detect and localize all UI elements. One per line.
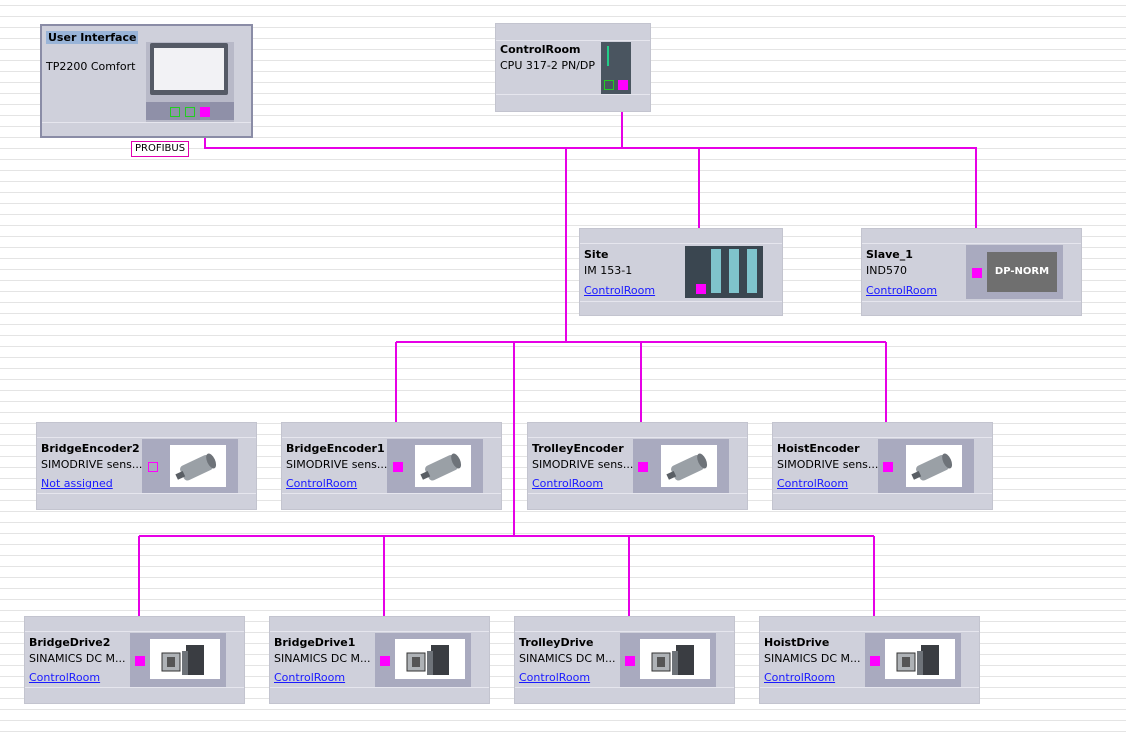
device-name: BridgeDrive2 [29, 636, 111, 649]
master-link[interactable]: ControlRoom [532, 477, 604, 490]
device-name: HoistEncoder [777, 442, 860, 455]
device-name: HoistDrive [764, 636, 830, 649]
device-site[interactable]: Site IM 153-1 ControlRoom [579, 228, 783, 316]
device-trolleydrive[interactable]: TrolleyDrive SINAMICS DC M... ControlRoo… [514, 616, 735, 704]
drive-profibus-port[interactable] [625, 656, 635, 666]
hmi-port-1[interactable] [170, 107, 180, 117]
device-trolleyencoder[interactable]: TrolleyEncoder SIMODRIVE sens... Control… [527, 422, 748, 510]
master-link[interactable]: ControlRoom [584, 284, 656, 297]
device-type: SIMODRIVE sens... [532, 458, 634, 471]
drive-icon [885, 639, 955, 679]
cpu-profinet-port[interactable] [604, 80, 614, 90]
device-name: ControlRoom [500, 43, 581, 56]
device-slave-1[interactable]: Slave_1 IND570 ControlRoom DP-NORM [861, 228, 1082, 316]
profibus-label[interactable]: PROFIBUS [131, 141, 190, 157]
encoder-icon [415, 445, 471, 487]
device-bridgeencoder1[interactable]: BridgeEncoder1 SIMODRIVE sens... Control… [281, 422, 502, 510]
device-controlroom[interactable]: ControlRoom CPU 317-2 PN/DP [495, 23, 651, 112]
device-type: TP2200 Comfort [46, 60, 136, 73]
master-link[interactable]: ControlRoom [777, 477, 849, 490]
device-type: SIMODRIVE sens... [41, 458, 143, 471]
encoder-icon [906, 445, 962, 487]
device-hoistdrive[interactable]: HoistDrive SINAMICS DC M... ControlRoom [759, 616, 980, 704]
device-name: Site [584, 248, 609, 261]
encoder-profibus-port[interactable] [883, 462, 893, 472]
device-type: SINAMICS DC M... [274, 652, 371, 665]
drive-profibus-port[interactable] [870, 656, 880, 666]
device-type: IM 153-1 [584, 264, 633, 277]
drive-icon [640, 639, 710, 679]
slave-profibus-port[interactable] [972, 268, 982, 278]
device-name: Slave_1 [866, 248, 913, 261]
device-type: SINAMICS DC M... [519, 652, 616, 665]
device-name: BridgeEncoder2 [41, 442, 140, 455]
device-name: TrolleyDrive [519, 636, 594, 649]
device-name: TrolleyEncoder [532, 442, 624, 455]
device-name: BridgeEncoder1 [286, 442, 385, 455]
encoder-icon [170, 445, 226, 487]
hmi-profibus-port[interactable] [200, 107, 210, 117]
hmi-screen-icon [150, 43, 228, 95]
drive-profibus-port[interactable] [135, 656, 145, 666]
encoder-profibus-port[interactable] [148, 462, 158, 472]
master-link[interactable]: ControlRoom [764, 671, 836, 684]
hmi-port-bar [146, 102, 234, 120]
master-link[interactable]: ControlRoom [286, 477, 358, 490]
master-link[interactable]: ControlRoom [866, 284, 938, 297]
device-type: SIMODRIVE sens... [777, 458, 879, 471]
encoder-profibus-port[interactable] [638, 462, 648, 472]
drive-profibus-port[interactable] [380, 656, 390, 666]
device-bridgeencoder2[interactable]: BridgeEncoder2 SIMODRIVE sens... Not ass… [36, 422, 257, 510]
drive-icon [395, 639, 465, 679]
device-type: SIMODRIVE sens... [286, 458, 388, 471]
device-bridgedrive1[interactable]: BridgeDrive1 SINAMICS DC M... ControlRoo… [269, 616, 490, 704]
dp-norm-icon: DP-NORM [987, 252, 1057, 292]
drive-icon [150, 639, 220, 679]
device-type: SINAMICS DC M... [29, 652, 126, 665]
bus-main-line [204, 118, 977, 238]
master-link[interactable]: ControlRoom [519, 671, 591, 684]
hmi-port-2[interactable] [185, 107, 195, 117]
device-type: SINAMICS DC M... [764, 652, 861, 665]
device-user-interface[interactable]: User Interface TP2200 Comfort [40, 24, 253, 138]
device-bridgedrive2[interactable]: BridgeDrive2 SINAMICS DC M... ControlRoo… [24, 616, 245, 704]
master-link[interactable]: Not assigned [41, 477, 113, 490]
device-name: User Interface [46, 31, 139, 44]
encoder-profibus-port[interactable] [393, 462, 403, 472]
master-link[interactable]: ControlRoom [29, 671, 101, 684]
device-name: BridgeDrive1 [274, 636, 356, 649]
cpu-profibus-port[interactable] [618, 80, 628, 90]
device-type: CPU 317-2 PN/DP [500, 59, 595, 72]
device-hoistencoder[interactable]: HoistEncoder SIMODRIVE sens... ControlRo… [772, 422, 993, 510]
encoder-icon [661, 445, 717, 487]
master-link[interactable]: ControlRoom [274, 671, 346, 684]
device-type: IND570 [866, 264, 907, 277]
site-profibus-port[interactable] [696, 284, 706, 294]
